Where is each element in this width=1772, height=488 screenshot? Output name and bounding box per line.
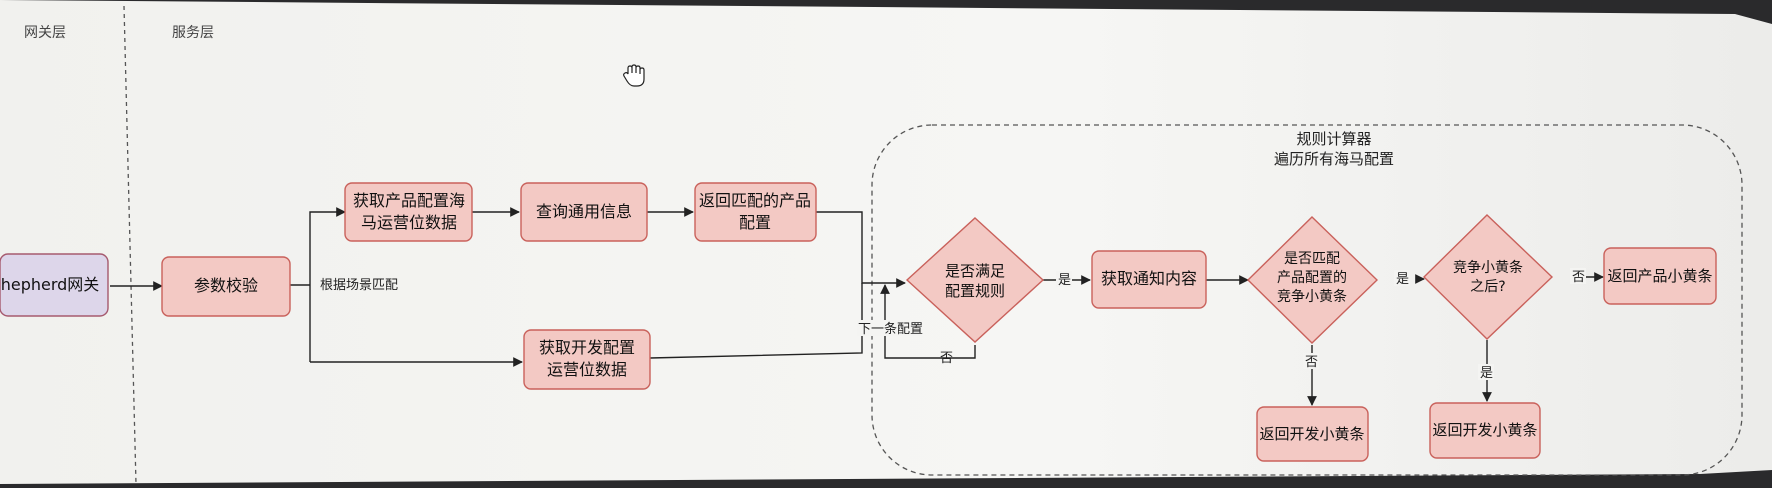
node-match-rule-label-1: 是否满足: [945, 262, 1005, 280]
label-no-1: 否: [940, 351, 953, 366]
label-yes-2: 是: [1396, 272, 1409, 287]
node-param-check: 参数校验: [161, 256, 291, 317]
node-return-matched-config: 返回匹配的产品 配置: [694, 182, 817, 242]
node-return-dev-bar-2: 返回开发小黄条: [1429, 402, 1541, 459]
node-shepherd-gateway: hepherd网关: [0, 253, 109, 317]
edge-split-to-product: [309, 207, 346, 362]
nodes: hepherd网关 参数校验 获取产品配置海 马运营位数据 查询通用信息 返回匹…: [0, 182, 1717, 462]
node-match-bar-label-3: 竞争小黄条: [1277, 288, 1347, 305]
node-return-product-bar: 返回产品小黄条: [1603, 247, 1717, 305]
label-yes-1: 是: [1058, 273, 1071, 288]
label-yes-3: 是: [1480, 366, 1493, 381]
label-no-3: 否: [1305, 355, 1318, 370]
node-get-notify-label: 获取通知内容: [1101, 269, 1197, 288]
node-param-check-label: 参数校验: [194, 276, 258, 295]
node-return-product-bar-label: 返回产品小黄条: [1607, 267, 1712, 285]
node-match-bar-decision: 是否匹配 产品配置的 竞争小黄条: [1247, 216, 1379, 344]
node-match-rule-decision: 是否满足 配置规则: [905, 217, 1045, 343]
edge-return-to-merge: [816, 211, 906, 288]
rule-calculator-group: [871, 124, 1743, 476]
node-return-match-label-1: 返回匹配的产品: [699, 191, 811, 210]
node-return-dev-bar-2-label: 返回开发小黄条: [1432, 421, 1537, 439]
label-next-config: 下一条配置: [858, 321, 923, 337]
node-match-rule-label-2: 配置规则: [945, 282, 1005, 300]
node-match-bar-label-1: 是否匹配: [1284, 251, 1340, 267]
node-after-compete-decision: 竞争小黄条 之后?: [1423, 214, 1554, 340]
node-match-bar-label-2: 产品配置的: [1277, 270, 1347, 286]
edge-labels: 根据场景匹配 下一条配置 否 是 是 否 否 是: [320, 268, 1586, 381]
node-get-dev-label-2: 运营位数据: [547, 360, 627, 379]
label-by-scene: 根据场景匹配: [320, 278, 398, 293]
node-return-dev-bar-1-label: 返回开发小黄条: [1259, 425, 1364, 443]
label-no-2: 否: [1572, 270, 1585, 285]
node-return-dev-bar-1: 返回开发小黄条: [1256, 406, 1369, 462]
node-return-match-label-2: 配置: [739, 213, 771, 232]
node-get-notify-content: 获取通知内容: [1091, 250, 1207, 309]
node-get-dev-label-1: 获取开发配置: [539, 338, 635, 357]
edge-dev-to-merge: [649, 283, 863, 359]
group-title-2: 遍历所有海马配置: [1274, 150, 1394, 168]
node-query-common-info: 查询通用信息: [520, 182, 648, 242]
node-get-product-config: 获取产品配置海 马运营位数据: [344, 182, 473, 242]
node-get-product-label-1: 获取产品配置海: [353, 191, 465, 210]
node-after-compete-label-1: 竞争小黄条: [1453, 259, 1523, 276]
group-title-1: 规则计算器: [1296, 130, 1371, 148]
node-get-product-label-2: 马运营位数据: [361, 213, 457, 232]
lane-title-gateway: 网关层: [24, 25, 66, 41]
lane-title-service: 服务层: [172, 25, 214, 41]
node-query-common-label: 查询通用信息: [536, 202, 632, 221]
node-after-compete-label-2: 之后?: [1470, 279, 1505, 295]
node-shepherd-label: hepherd网关: [1, 275, 100, 294]
hand-cursor-icon: [623, 64, 645, 87]
node-get-dev-config: 获取开发配置 运营位数据: [523, 329, 651, 390]
